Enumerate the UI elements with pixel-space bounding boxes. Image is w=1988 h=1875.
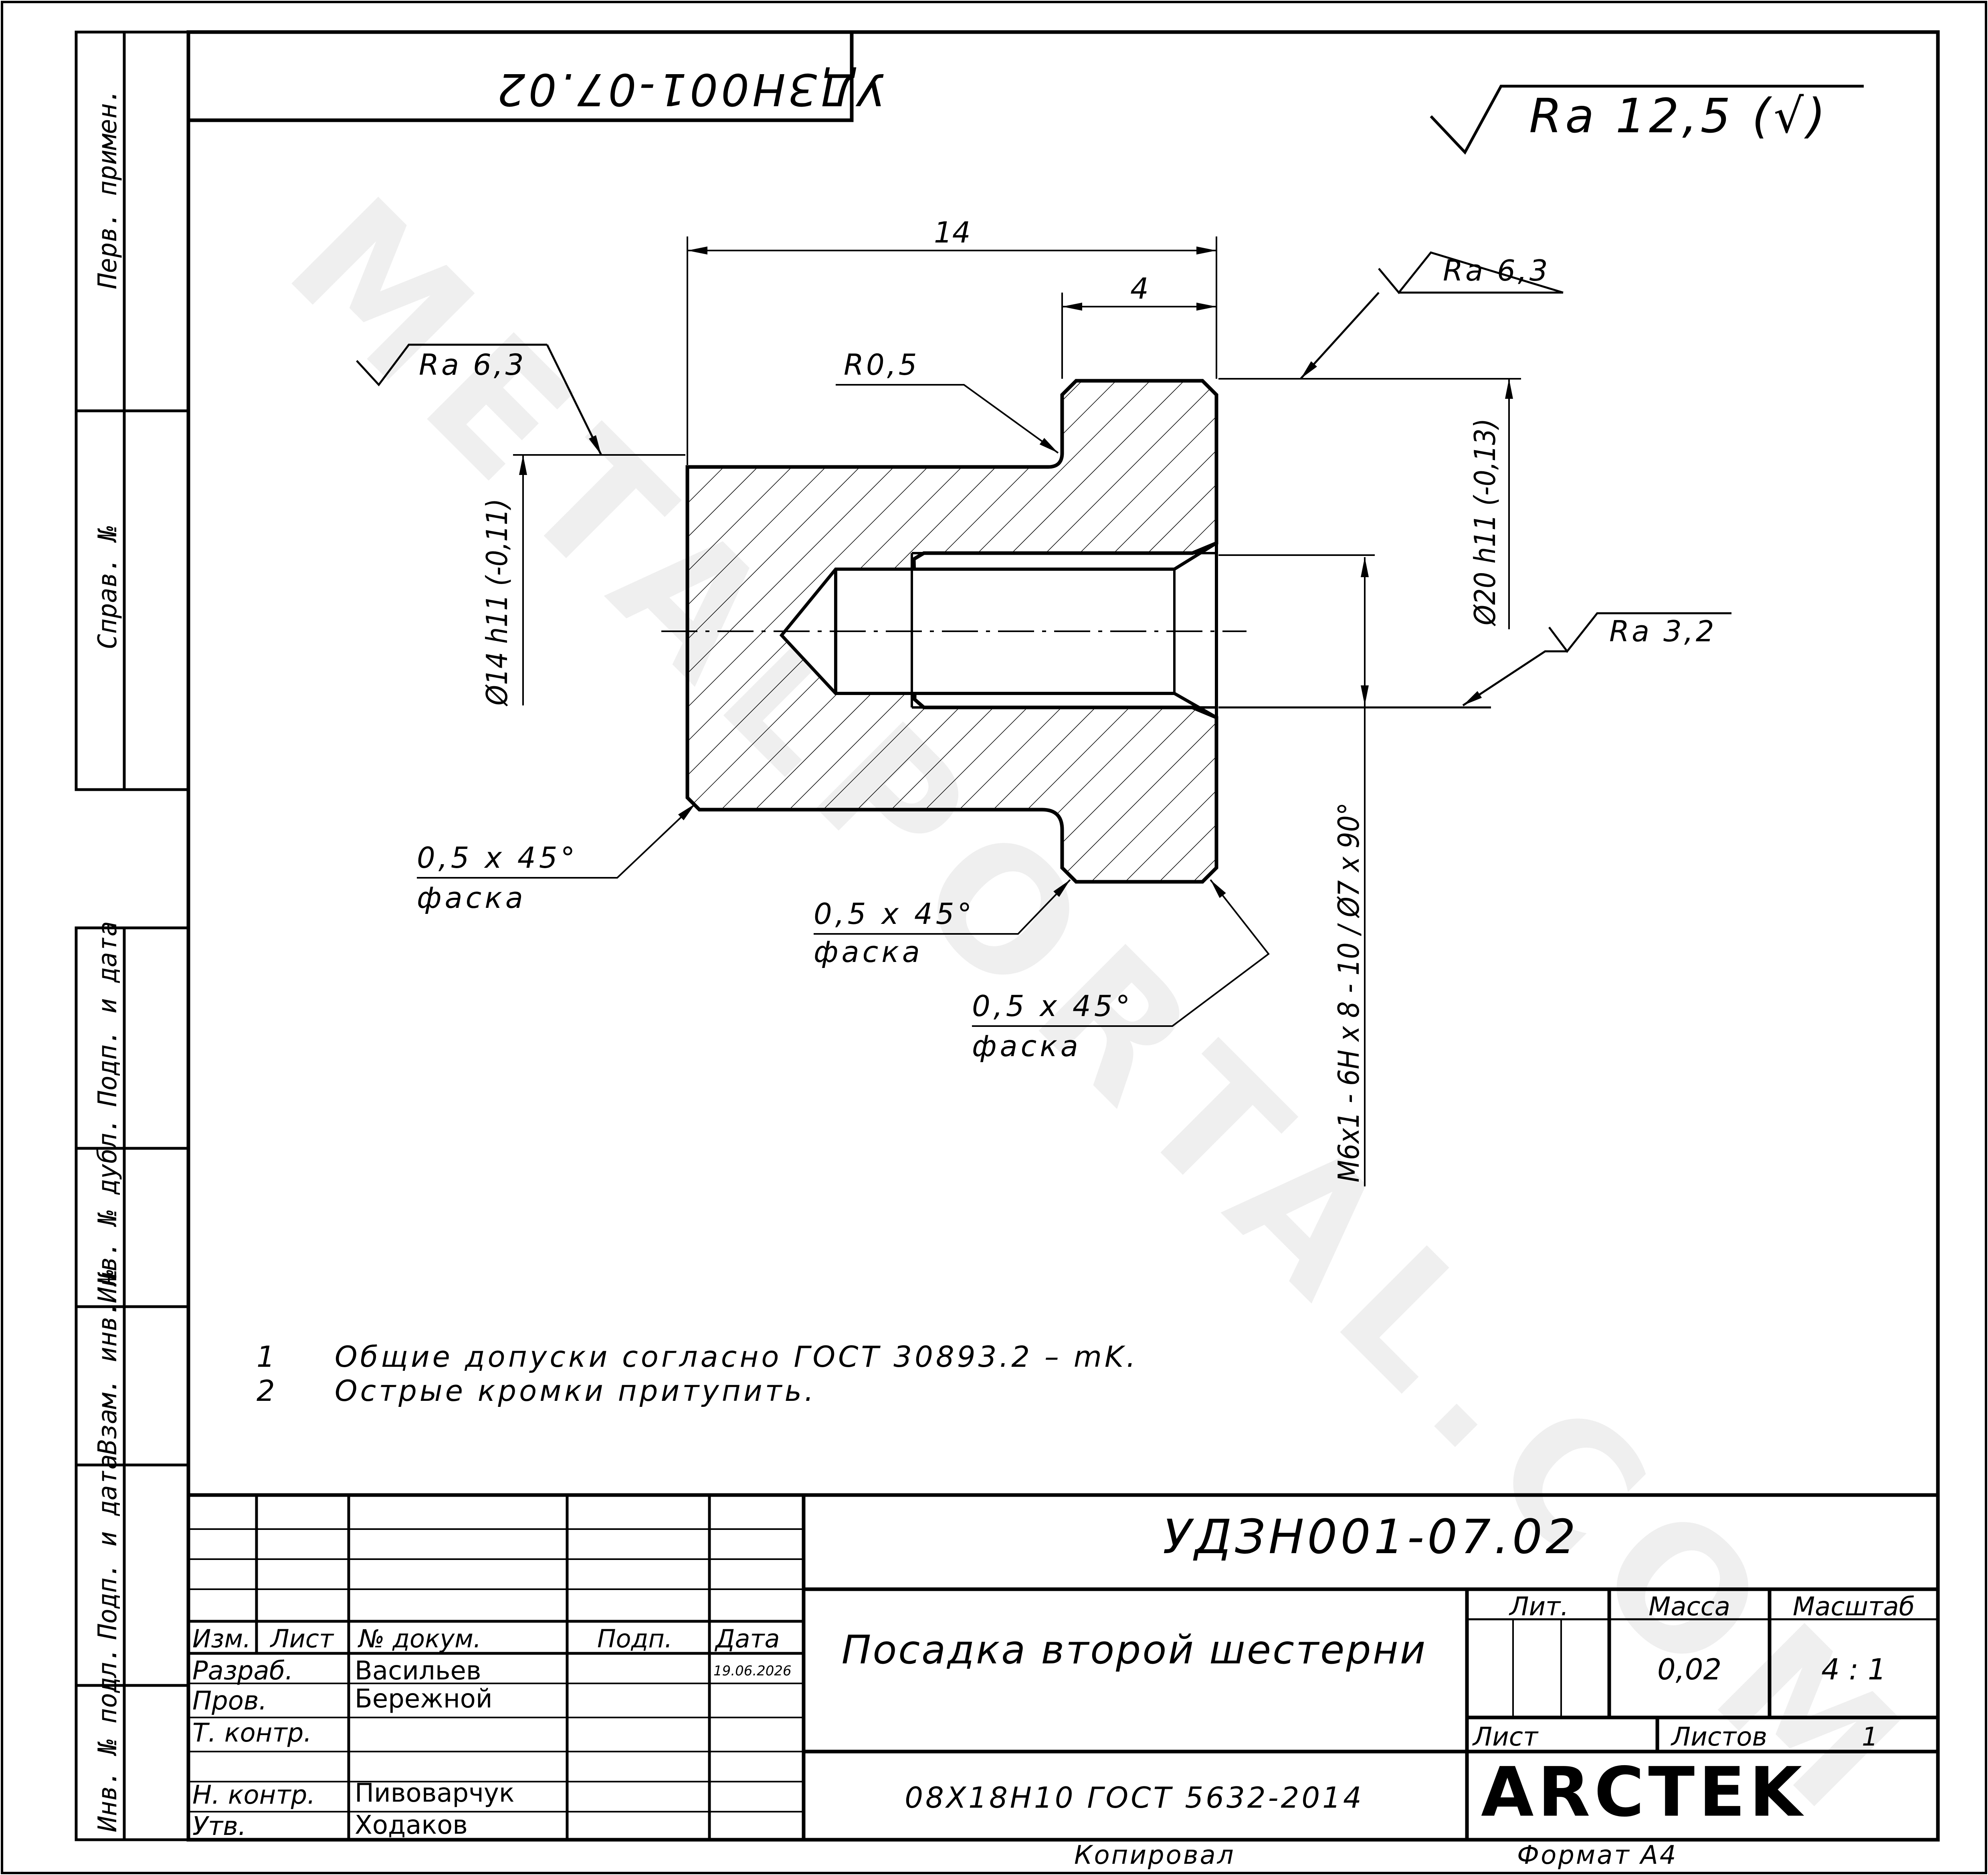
rough-left <box>356 343 602 456</box>
chamfer-2-word: фаска <box>814 935 923 969</box>
chamfer-3-text: 0,5 x 45° <box>972 989 1133 1023</box>
rough-top-right <box>1300 251 1564 380</box>
threaded-bore <box>779 540 1218 720</box>
dim-thread <box>1218 554 1375 1186</box>
dim-dia-small-text: Ø14 h11 (-0,11) <box>480 499 514 707</box>
title-block <box>188 1493 1938 1840</box>
company-logo-text: ARCTEK <box>1481 1753 1806 1832</box>
notes: 1 Общие допуски согласно ГОСТ 30893.2 – … <box>257 1340 1138 1408</box>
side-strip <box>75 30 190 1841</box>
tb-scale-label: Масштаб <box>1793 1592 1915 1622</box>
part-outline <box>685 379 1218 884</box>
dim-length-flange-text: 4 <box>1130 272 1149 305</box>
side-label-perv-primen: Перв. примен. <box>93 88 123 289</box>
tb-title: Посадка второй шестерни <box>842 1627 1427 1673</box>
rough-top-right-text: Ra 6,3 <box>1443 254 1550 287</box>
mirrored-designation: УДЗН001-07.02 <box>494 64 885 115</box>
side-label-inv-podl: Инв. № подл. <box>93 1647 123 1832</box>
dim-thread-text: M6x1 - 6H x 8 - 10 / Ø7 x 90° <box>1332 802 1366 1182</box>
note-1-num: 1 <box>257 1340 275 1374</box>
tb-name-nkontr: Пивоварчук <box>355 1778 515 1808</box>
tb-header-podp: Подп. <box>597 1624 673 1653</box>
chamfer-2-leader <box>814 879 1071 935</box>
tb-header-dokum: № докум. <box>358 1624 481 1653</box>
chamfer-1-leader <box>417 803 696 879</box>
note-1-text: Общие допуски согласно ГОСТ 30893.2 – mK… <box>335 1340 1138 1374</box>
tb-name-prov: Бережной <box>355 1684 493 1714</box>
mirrored-designation-box: УДЗН001-07.02 <box>188 32 885 122</box>
rough-bore <box>1218 612 1731 709</box>
chamfer-1-word: фаска <box>417 881 526 915</box>
tb-date-razrab: 19.06.2026 <box>713 1663 792 1679</box>
tb-role-razrab: Разраб. <box>192 1656 293 1686</box>
radius-text: R0,5 <box>844 348 919 382</box>
part-section <box>661 379 1247 884</box>
radius-leader <box>836 384 1059 454</box>
tb-role-utv: Утв. <box>192 1812 246 1841</box>
tb-name-razrab: Васильев <box>355 1656 481 1686</box>
rough-bore-text: Ra 3,2 <box>1609 614 1717 648</box>
dim-dia-small <box>513 454 685 705</box>
tb-material: 08X18H10 ГОСТ 5632-2014 <box>905 1781 1364 1814</box>
format-label: Формат А4 <box>1517 1841 1678 1870</box>
side-label-vzam-inv: Взам. инв. № <box>93 1270 123 1455</box>
side-label-podp-data-2: Подп. и дата <box>93 1454 123 1640</box>
company-logo: ARCTEK <box>1481 1753 1806 1832</box>
dim-dia-large-text: Ø20 h11 (-0,13) <box>1468 418 1502 626</box>
side-label-podp-data-1: Подп. и дата <box>93 921 123 1107</box>
dim-dia-large <box>1218 378 1521 629</box>
chamfer-3-word: фаска <box>972 1029 1081 1063</box>
tb-header-izm: Изм. <box>192 1624 251 1653</box>
chamfer-1-text: 0,5 x 45° <box>417 841 578 875</box>
note-2-num: 2 <box>257 1374 275 1408</box>
tb-header-list: Лист <box>270 1624 334 1653</box>
dim-length-total <box>687 236 1217 465</box>
tb-scale-value: 4 : 1 <box>1821 1653 1886 1686</box>
tb-lit-label: Лит. <box>1509 1592 1568 1622</box>
chamfer-2-text: 0,5 x 45° <box>814 897 975 931</box>
tb-header-data: Дата <box>714 1624 780 1653</box>
general-roughness-text: Ra 12,5 (√) <box>1529 88 1828 143</box>
general-roughness: Ra 12,5 (√) <box>1430 85 1864 155</box>
tb-designation: УДЗН001-07.02 <box>1163 1509 1579 1564</box>
rough-left-text: Ra 6,3 <box>419 348 526 382</box>
tb-role-prov: Пров. <box>192 1686 267 1716</box>
copied-label: Копировал <box>1074 1841 1235 1870</box>
dim-length-flange <box>1061 293 1216 379</box>
side-label-sprav-no: Справ. № <box>93 526 123 649</box>
dim-length-total-text: 14 <box>934 216 971 249</box>
tb-mass-label: Масса <box>1649 1592 1730 1622</box>
tb-name-utv: Ходаков <box>355 1810 468 1840</box>
tb-listov-label: Листов <box>1671 1722 1767 1752</box>
tb-role-tkontr: Т. контр. <box>192 1718 312 1748</box>
note-2-text: Острые кромки притупить. <box>335 1374 816 1408</box>
tb-role-nkontr: Н. контр. <box>192 1780 315 1810</box>
tb-list-label: Лист <box>1472 1722 1539 1752</box>
chamfer-3-leader <box>972 879 1270 1027</box>
tb-listov-value: 1 <box>1862 1722 1878 1752</box>
tb-mass-value: 0,02 <box>1657 1653 1721 1686</box>
side-label-inv-dubl: Инв. № дубл. <box>93 1117 123 1303</box>
